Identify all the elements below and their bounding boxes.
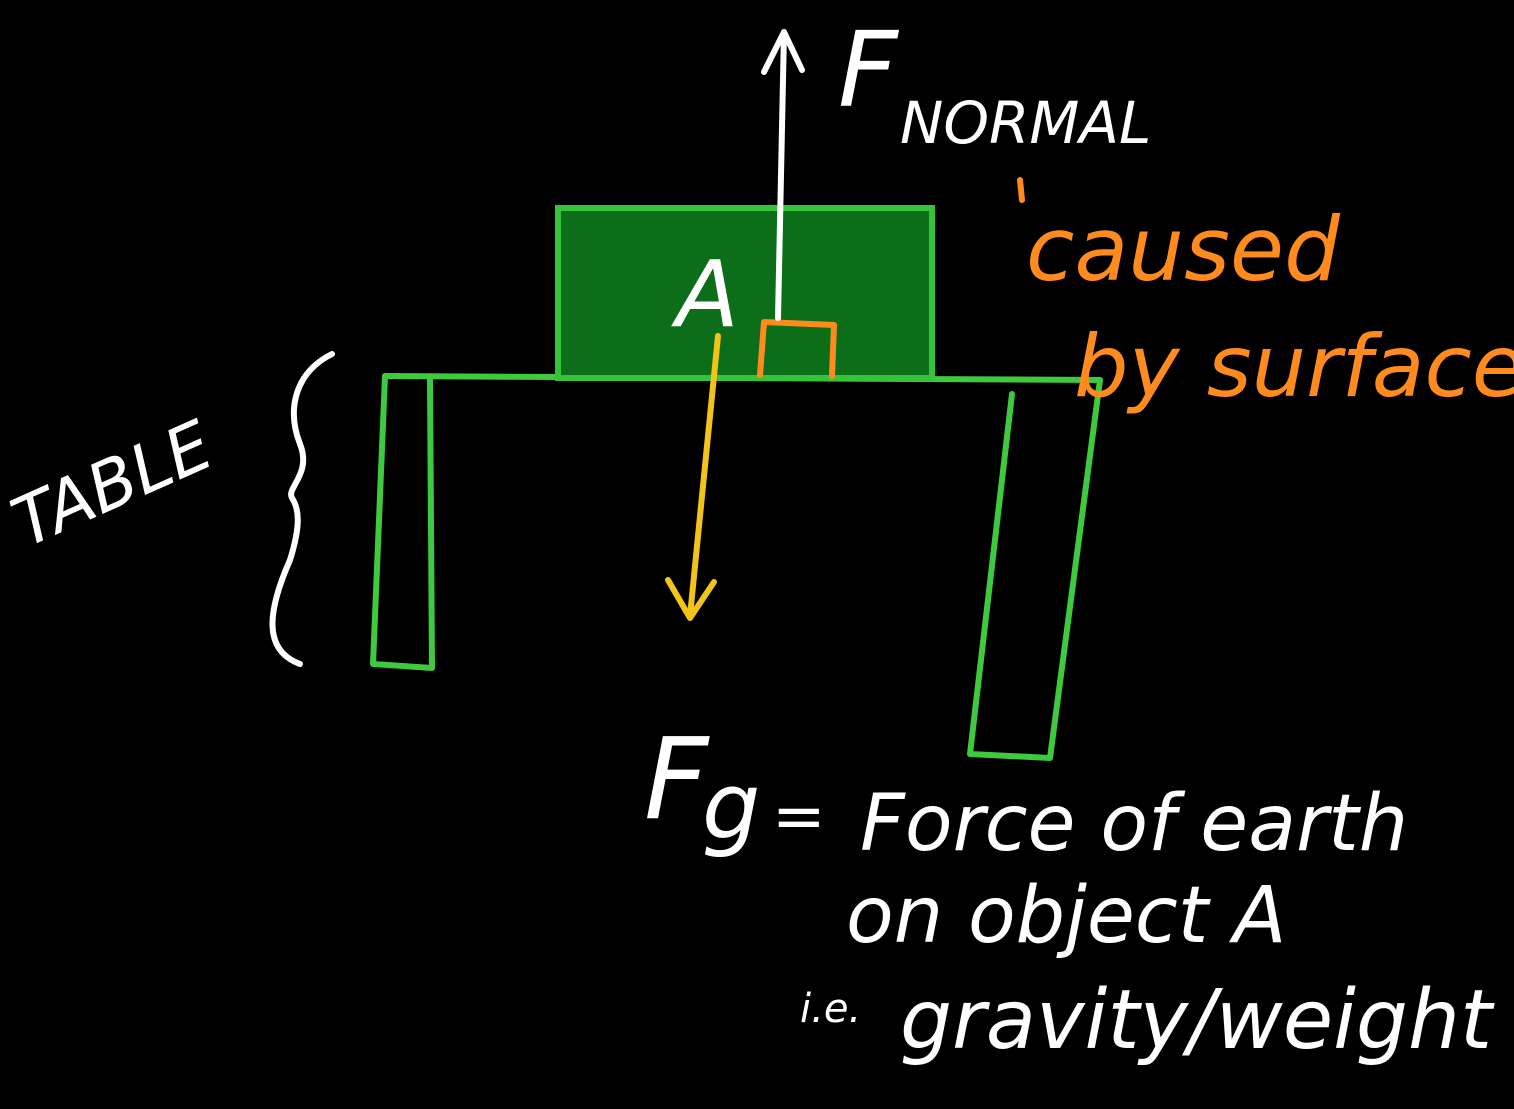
gravity-description-line3: gravity/weight [900, 973, 1495, 1068]
table-right-leg [967, 377, 1103, 761]
right-angle-marker [757, 319, 837, 379]
object-a-block [555, 205, 935, 381]
caused-tick [1017, 177, 1025, 203]
equals-sign: = [772, 780, 826, 854]
normal-force-arrow [761, 29, 805, 321]
gravity-force-subscript: g [702, 753, 760, 860]
caused-text-line1: caused [1026, 198, 1341, 301]
normal-force-subscript: NORMAL [900, 89, 1151, 157]
gravity-description-line2: on object A [846, 871, 1286, 961]
caused-text-line2: by surface [1074, 317, 1514, 417]
gravity-arrow [665, 333, 721, 621]
table-brace [269, 351, 335, 667]
table-left-leg [370, 373, 435, 671]
normal-force-symbol: F [838, 9, 900, 131]
gravity-description-line1: Force of earth [860, 779, 1408, 869]
table-label: TABLE [1, 406, 224, 563]
gravity-force-symbol: F [644, 715, 710, 845]
ie-abbreviation: i.e. [800, 986, 861, 1032]
object-a-label: A [671, 241, 739, 348]
table [370, 373, 1103, 761]
